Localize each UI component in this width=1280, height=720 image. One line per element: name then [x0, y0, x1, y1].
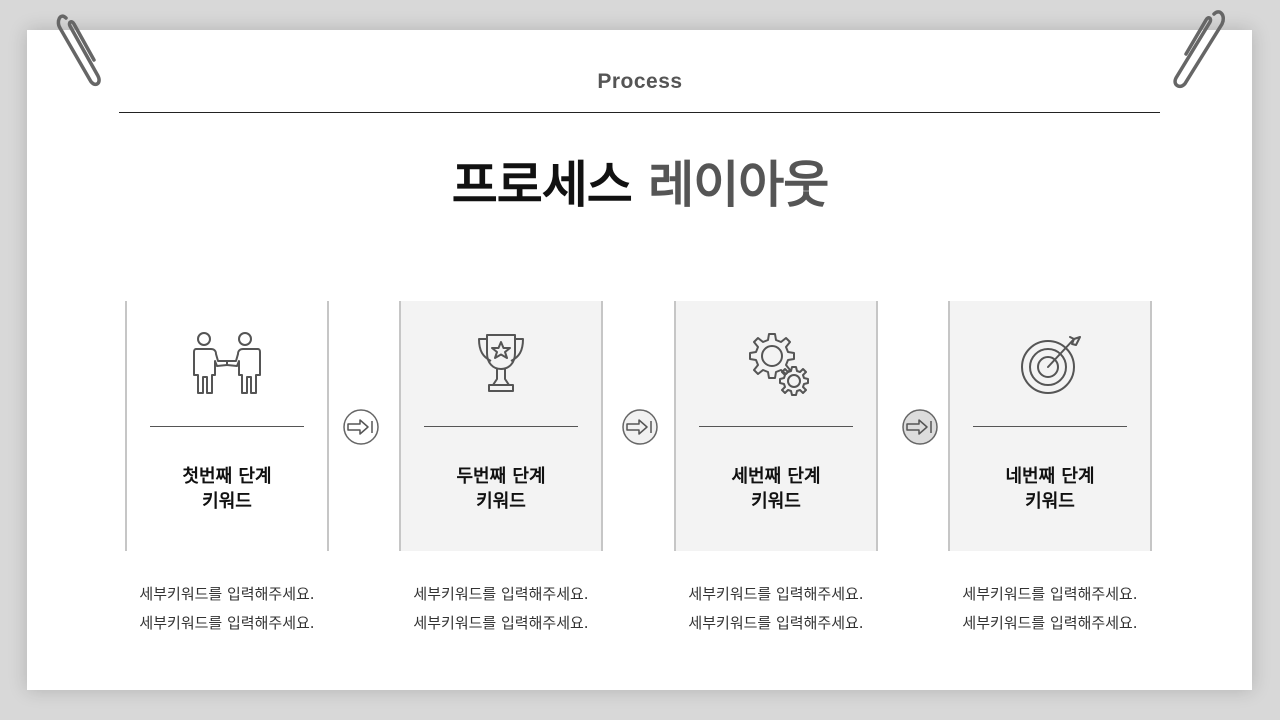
- description-line: 세부키워드를 입력해주세요.: [413, 585, 589, 603]
- title-gray-part: 레이아웃: [648, 156, 829, 214]
- arrow-right-icon: [902, 409, 938, 445]
- step-description: 세부키워드를 입력해주세요. 세부키워드를 입력해주세요.: [399, 580, 603, 638]
- paperclip-icon: [1173, 10, 1226, 89]
- step-description: 세부키워드를 입력해주세요. 세부키워드를 입력해주세요.: [948, 580, 1152, 638]
- handshake-icon: [193, 332, 261, 394]
- description-line: 세부키워드를 입력해주세요.: [962, 614, 1138, 632]
- header-divider: [119, 112, 1160, 113]
- step-keyword: 키워드: [1025, 491, 1075, 512]
- step-title: 네번째 단계: [1005, 466, 1095, 487]
- card-divider: [424, 426, 578, 427]
- section-eyebrow: Process: [597, 70, 683, 93]
- arrow-right-icon: [622, 409, 658, 445]
- paperclip-icon: [56, 14, 101, 87]
- target-icon: [1021, 336, 1081, 394]
- step-description: 세부키워드를 입력해주세요. 세부키워드를 입력해주세요.: [125, 580, 329, 638]
- card-divider: [150, 426, 304, 427]
- trophy-icon: [478, 334, 524, 392]
- arrow-right-icon: [343, 409, 379, 445]
- page-title: 프로세스 레이아웃: [0, 153, 1280, 217]
- description-line: 세부키워드를 입력해주세요.: [139, 585, 315, 603]
- description-line: 세부키워드를 입력해주세요.: [413, 614, 589, 632]
- step-title: 두번째 단계: [456, 466, 546, 487]
- step-title: 세번째 단계: [731, 466, 821, 487]
- title-dark-part: 프로세스: [451, 156, 633, 214]
- step-description: 세부키워드를 입력해주세요. 세부키워드를 입력해주세요.: [674, 580, 878, 638]
- description-line: 세부키워드를 입력해주세요.: [688, 614, 864, 632]
- gears-icon: [749, 333, 809, 396]
- description-line: 세부키워드를 입력해주세요.: [962, 585, 1138, 603]
- card-divider: [699, 426, 853, 427]
- description-line: 세부키워드를 입력해주세요.: [139, 614, 315, 632]
- step-keyword: 키워드: [202, 491, 252, 512]
- step-keyword: 키워드: [751, 491, 801, 512]
- step-title: 첫번째 단계: [182, 466, 272, 487]
- card-divider: [973, 426, 1127, 427]
- step-keyword: 키워드: [476, 491, 526, 512]
- description-line: 세부키워드를 입력해주세요.: [688, 585, 864, 603]
